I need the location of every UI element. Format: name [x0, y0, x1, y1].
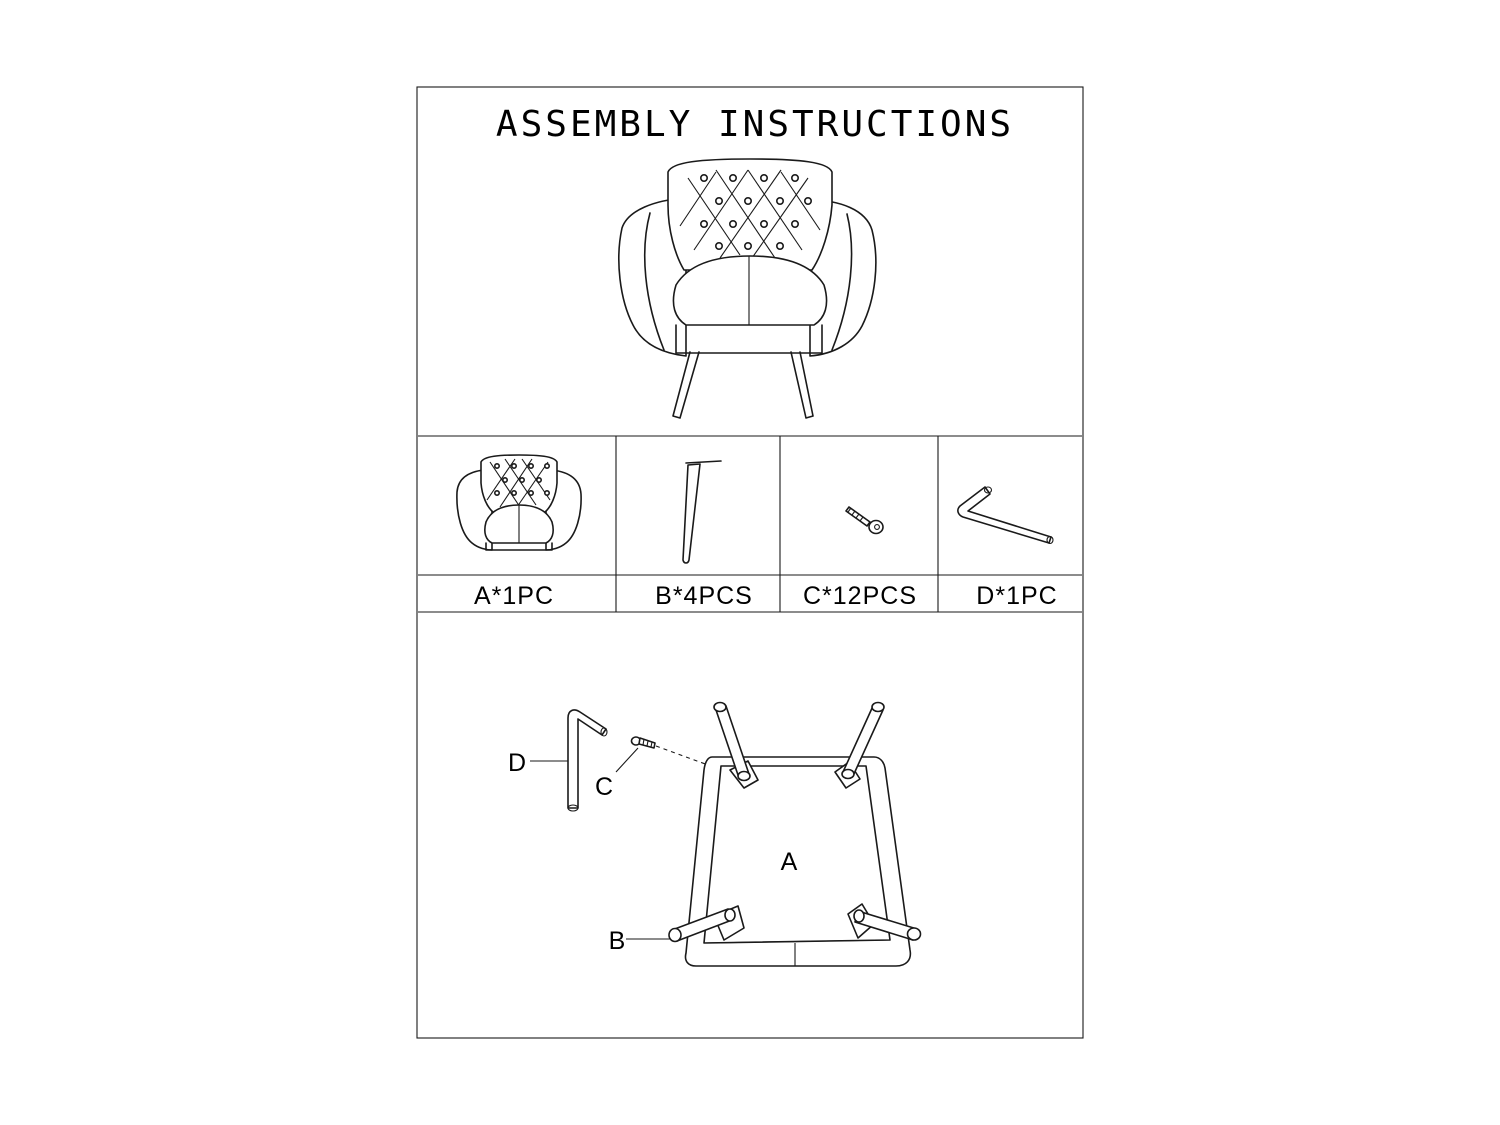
seat-frame-a	[684, 756, 912, 967]
part-b-leg-icon	[682, 460, 722, 564]
leg-b-top-right	[834, 701, 885, 789]
part-c-screw-icon	[845, 506, 884, 535]
part-d-label: D*1PC	[976, 582, 1057, 610]
part-c-label: C*12PCS	[803, 582, 917, 610]
page-frame	[416, 86, 1084, 1039]
part-a-armchair-icon	[456, 454, 582, 551]
callout-d-label: D	[508, 749, 526, 777]
part-b-label: B*4PCS	[655, 582, 753, 610]
page-title: ASSEMBLY INSTRUCTIONS	[496, 104, 1014, 145]
callout-c-leader	[615, 747, 639, 773]
callout-c-label: C	[595, 773, 613, 801]
callout-a-label: A	[781, 848, 798, 876]
part-a-label: A*1PC	[474, 582, 554, 610]
parts-table	[418, 435, 1082, 613]
part-d-allen-key-icon	[957, 486, 1054, 545]
leg-b-bottom-right	[847, 903, 922, 941]
assembly-step-diagram: D C A B	[508, 701, 922, 967]
leg-b-bottom-left	[668, 905, 745, 943]
callout-b-label: B	[609, 927, 626, 955]
leg-b-top-left	[713, 701, 759, 789]
allen-key-d-icon	[567, 709, 608, 812]
armchair-front-view-icon	[618, 158, 877, 419]
